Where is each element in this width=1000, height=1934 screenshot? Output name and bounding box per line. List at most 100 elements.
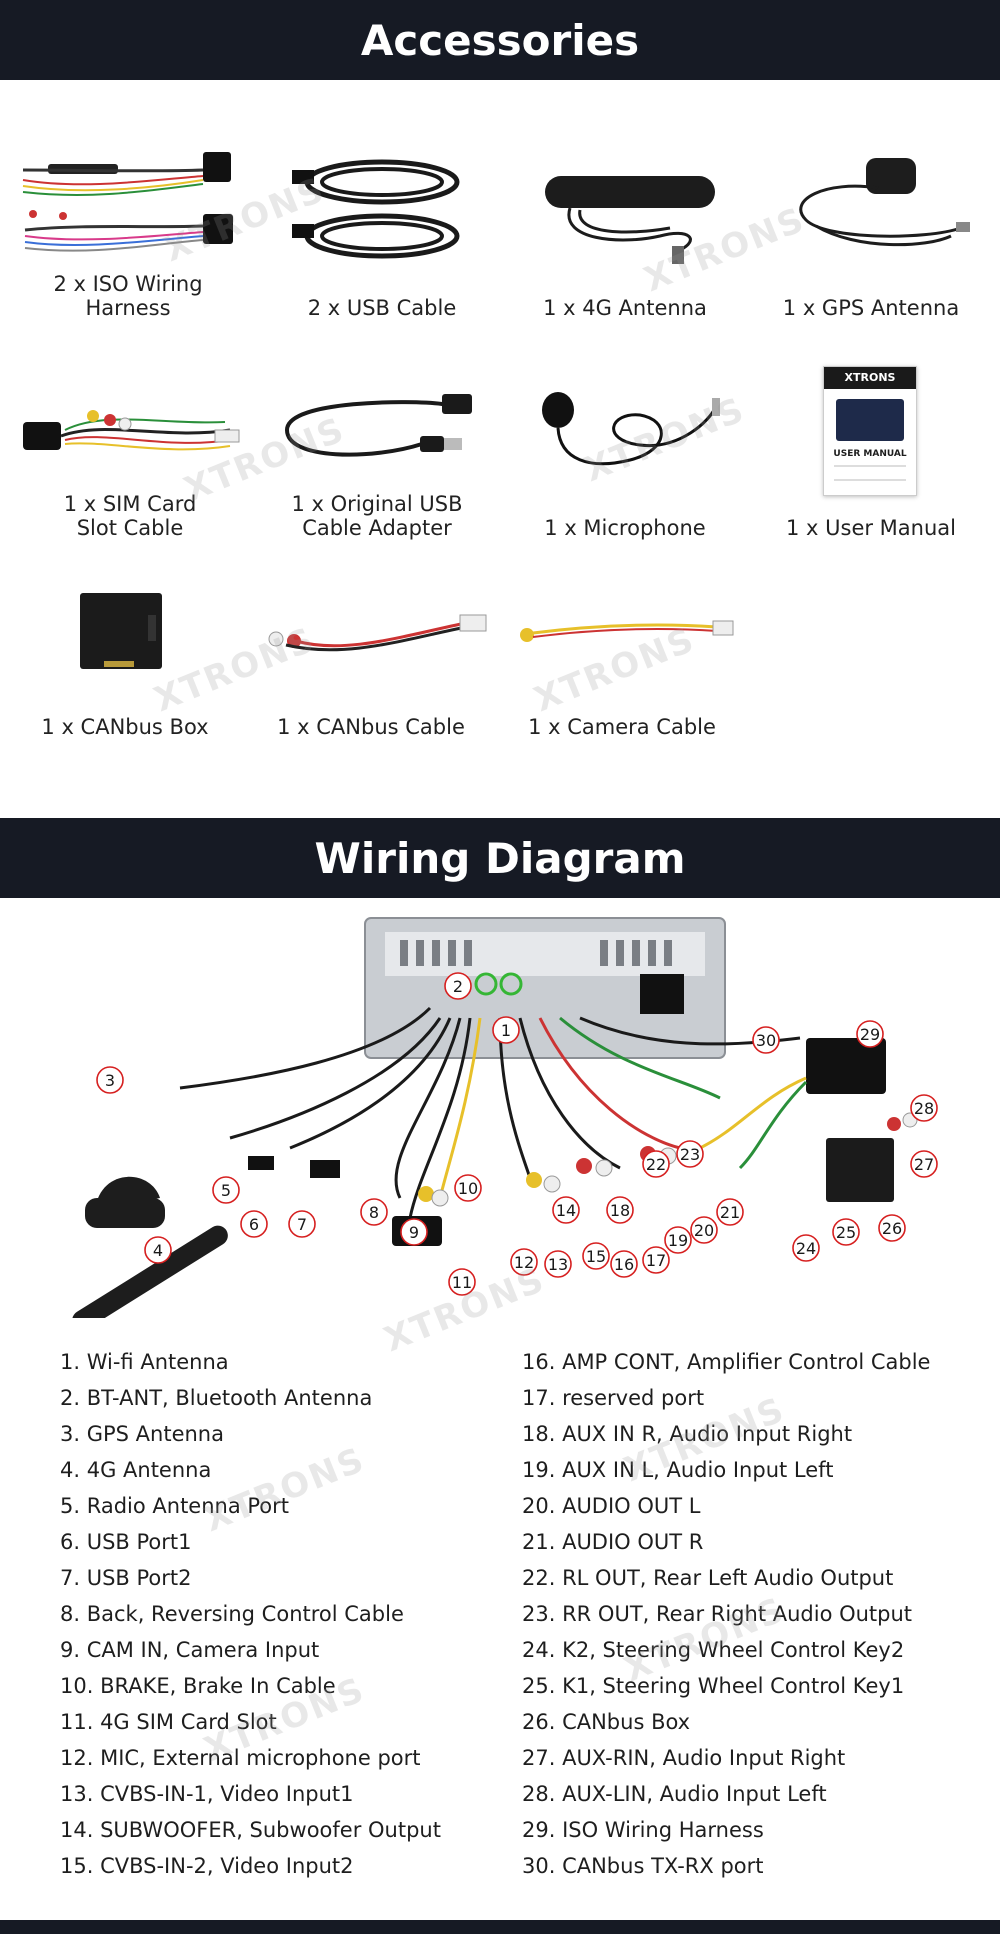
callout-number: 8 bbox=[369, 1203, 379, 1222]
callout-ring bbox=[752, 1026, 780, 1054]
callout-number: 24 bbox=[796, 1239, 816, 1258]
legend-item: 16. AMP CONT, Amplifier Control Cable bbox=[522, 1350, 931, 1374]
callout-number: 4 bbox=[153, 1241, 163, 1260]
callout-marker: 12 bbox=[510, 1248, 538, 1276]
callout-ring bbox=[492, 1016, 520, 1044]
callout-marker: 16 bbox=[610, 1250, 638, 1278]
callout-number: 2 bbox=[453, 977, 463, 996]
legend-item: 30. CANbus TX-RX port bbox=[522, 1854, 764, 1878]
callout-number: 13 bbox=[548, 1255, 568, 1274]
callout-number: 25 bbox=[836, 1223, 856, 1242]
callout-ring bbox=[552, 1196, 580, 1224]
accessory-label: 1 x 4G Antenna bbox=[543, 296, 707, 320]
legend-item: 3. GPS Antenna bbox=[60, 1422, 224, 1446]
iso-wiring-harness-icon bbox=[22, 152, 233, 252]
callout-number: 11 bbox=[452, 1273, 472, 1292]
callout-marker: 20 bbox=[690, 1216, 718, 1244]
callout-number: 15 bbox=[586, 1247, 606, 1266]
callout-number: 3 bbox=[105, 1071, 115, 1090]
legend-item: 20. AUDIO OUT L bbox=[522, 1494, 701, 1518]
head-unit-chassis bbox=[364, 917, 726, 1059]
green-port-rings bbox=[474, 972, 523, 996]
legend-item: 24. K2, Steering Wheel Control Key2 bbox=[522, 1638, 905, 1662]
callout-ring bbox=[454, 1174, 482, 1202]
bottom-bar bbox=[0, 1920, 1000, 1934]
legend-right-column: 16. AMP CONT, Amplifier Control Cable 17.… bbox=[522, 1344, 930, 1884]
sim-card-slot-cable-icon bbox=[23, 410, 240, 451]
camera-cable-icon bbox=[520, 620, 734, 642]
legend-item: 7. USB Port2 bbox=[60, 1566, 192, 1590]
legend-right-list: 16. AMP CONT, Amplifier Control Cable 17.… bbox=[522, 1344, 930, 1884]
callout-ring bbox=[448, 1268, 476, 1296]
callout-ring bbox=[910, 1094, 938, 1122]
legend-item: 9. CAM IN, Camera Input bbox=[60, 1638, 320, 1662]
callout-ring bbox=[582, 1242, 610, 1270]
callout-number: 1 bbox=[501, 1021, 511, 1040]
callout-ring bbox=[676, 1140, 704, 1168]
callout-marker: 11 bbox=[448, 1268, 476, 1296]
callout-ring bbox=[400, 1218, 428, 1246]
wiring-diagram-title: Wiring Diagram bbox=[314, 833, 686, 883]
accessory-label: 1 x User Manual bbox=[786, 516, 956, 540]
callout-number: 5 bbox=[221, 1181, 231, 1200]
callout-marker: 23 bbox=[676, 1140, 704, 1168]
legend-item: 1. Wi-fi Antenna bbox=[60, 1350, 229, 1374]
legend-item: 11. 4G SIM Card Slot bbox=[60, 1710, 277, 1734]
accessory-sim-card-slot-cable: 1 x SIM Card Slot Cable bbox=[5, 380, 255, 560]
callout-marker: 3 bbox=[96, 1066, 124, 1094]
callout-ring bbox=[716, 1198, 744, 1226]
legend-item: 26. CANbus Box bbox=[522, 1710, 691, 1734]
callout-ring bbox=[856, 1020, 884, 1048]
callout-number: 19 bbox=[668, 1231, 688, 1250]
canbus-box-part bbox=[826, 1138, 894, 1202]
callout-number: 29 bbox=[860, 1025, 880, 1044]
callout-marker: 19 bbox=[664, 1226, 692, 1254]
legend-item: 14. SUBWOOFER, Subwoofer Output bbox=[60, 1818, 441, 1842]
callout-number: 20 bbox=[694, 1221, 714, 1240]
manual-text-lines bbox=[834, 465, 906, 481]
callout-marker: 18 bbox=[606, 1196, 634, 1224]
usb-port-parts bbox=[248, 1156, 340, 1178]
accessory-label: 1 x CANbus Box bbox=[41, 715, 209, 739]
legend-item: 21. AUDIO OUT R bbox=[522, 1530, 704, 1554]
callout-number: 7 bbox=[297, 1215, 307, 1234]
legend-item: 4. 4G Antenna bbox=[60, 1458, 212, 1482]
callout-ring bbox=[240, 1210, 268, 1238]
callout-ring bbox=[288, 1210, 316, 1238]
accessory-4g-antenna: 1 x 4G Antenna bbox=[500, 140, 750, 340]
callout-marker: 24 bbox=[792, 1234, 820, 1262]
callout-number: 30 bbox=[756, 1031, 776, 1050]
accessory-label: 1 x Original USB Cable Adapter bbox=[291, 492, 463, 540]
callout-marker: 27 bbox=[910, 1150, 938, 1178]
accessory-label: 1 x GPS Antenna bbox=[782, 296, 960, 320]
callout-ring bbox=[664, 1226, 692, 1254]
callout-ring bbox=[96, 1066, 124, 1094]
canbus-box-icon bbox=[80, 593, 162, 669]
canbus-cable-icon bbox=[268, 614, 487, 652]
legend-item: 5. Radio Antenna Port bbox=[60, 1494, 290, 1518]
callout-ring bbox=[878, 1214, 906, 1242]
callout-ring bbox=[690, 1216, 718, 1244]
callout-marker: 26 bbox=[878, 1214, 906, 1242]
manual-screen-image bbox=[836, 399, 904, 441]
callout-marker: 2 bbox=[444, 972, 472, 1000]
rca-connectors bbox=[418, 1146, 677, 1207]
callout-number: 26 bbox=[882, 1219, 902, 1238]
accessory-gps-antenna: 1 x GPS Antenna bbox=[746, 140, 996, 340]
accessory-iso-wiring-harness: 2 x ISO Wiring Harness bbox=[3, 140, 253, 340]
callout-marker: 4 bbox=[144, 1236, 172, 1264]
callout-number: 22 bbox=[646, 1155, 666, 1174]
manual-brand: XTRONS bbox=[824, 367, 916, 389]
accessory-label: 1 x CANbus Cable bbox=[277, 715, 465, 739]
callout-number: 6 bbox=[249, 1215, 259, 1234]
callout-number: 27 bbox=[914, 1155, 934, 1174]
legend-item: 18. AUX IN R, Audio Input Right bbox=[522, 1422, 853, 1446]
legend-item: 28. AUX-LIN, Audio Input Left bbox=[522, 1782, 827, 1806]
callout-ring bbox=[360, 1198, 388, 1226]
legend-item: 17. reserved port bbox=[522, 1386, 705, 1410]
callout-marker: 13 bbox=[544, 1250, 572, 1278]
legend-item: 8. Back, Reversing Control Cable bbox=[60, 1602, 404, 1626]
callout-marker: 29 bbox=[856, 1020, 884, 1048]
legend-item: 6. USB Port1 bbox=[60, 1530, 192, 1554]
